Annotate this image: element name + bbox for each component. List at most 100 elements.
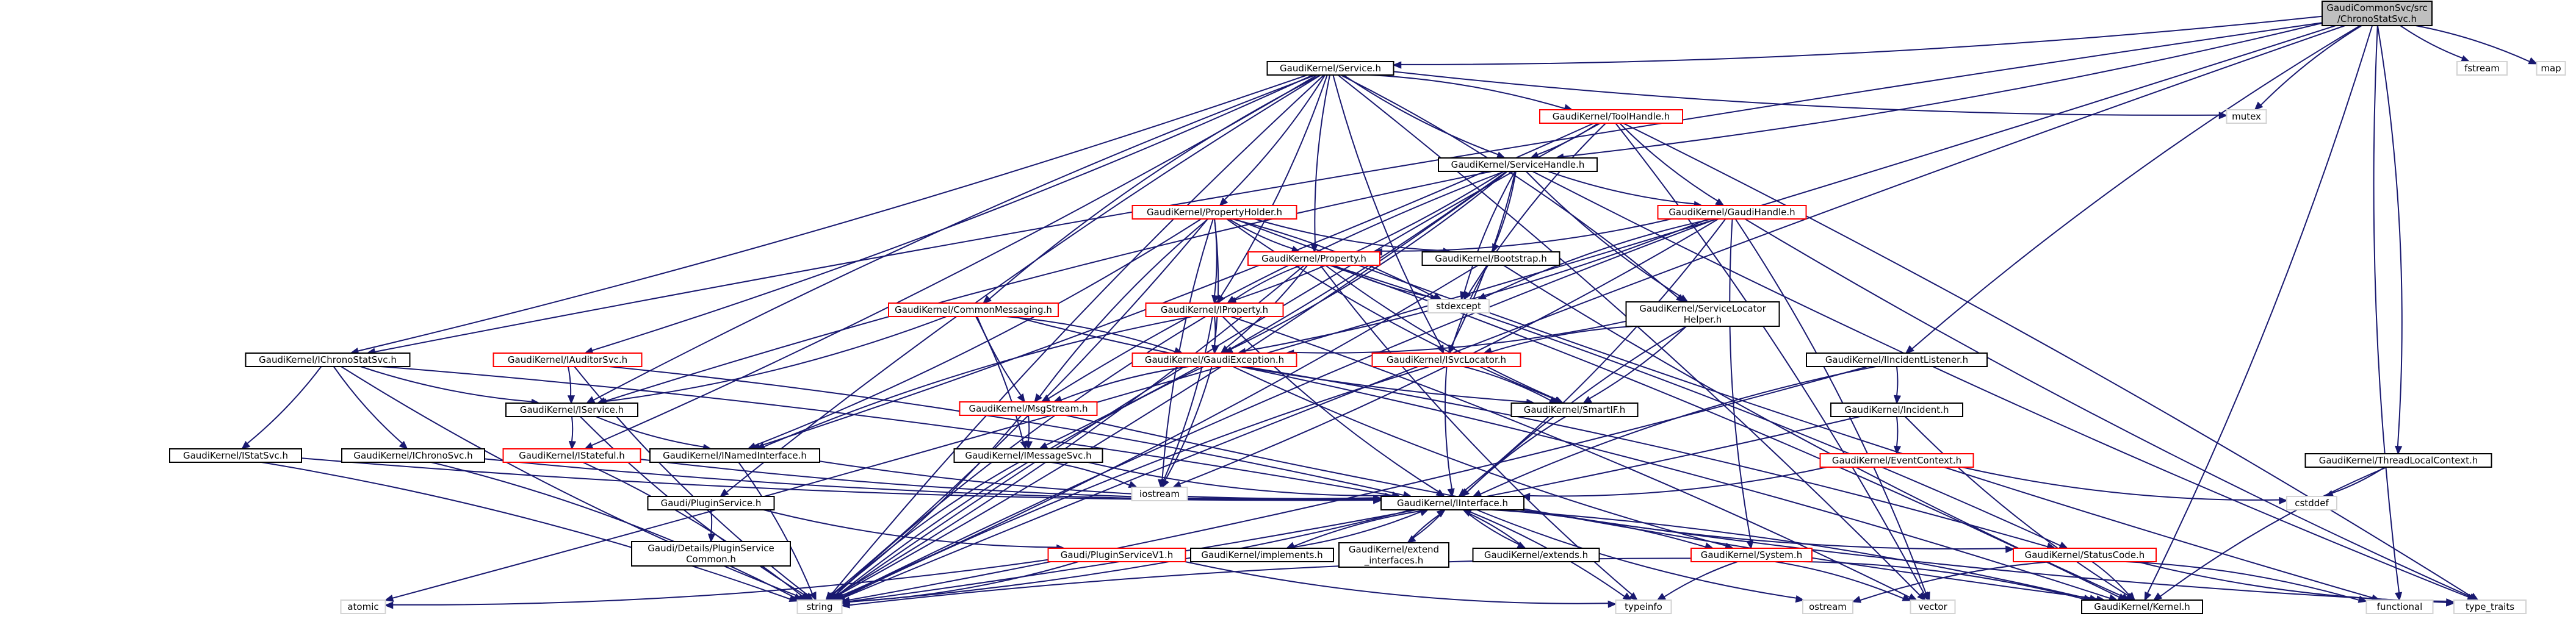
- node-box: [2456, 61, 2508, 76]
- node-eventcontext[interactable]: GaudiKernel/EventContext.h: [1819, 453, 1974, 468]
- node-stdexcept[interactable]: stdexcept: [1427, 299, 1490, 313]
- edge-root-to-functional: [2373, 25, 2403, 601]
- node-functional[interactable]: functional: [2365, 599, 2434, 614]
- node-box: [1438, 157, 1598, 172]
- node-map[interactable]: map: [2536, 61, 2566, 76]
- edge-arrowhead: [384, 595, 394, 602]
- node-ichronostatsvc[interactable]: GaudiKernel/IChronoStatSvc.h: [245, 352, 411, 367]
- node-istatsvc[interactable]: GaudiKernel/IStatSvc.h: [169, 448, 302, 463]
- node-implements[interactable]: GaudiKernel/implements.h: [1190, 548, 1334, 562]
- edge-arrowhead: [1172, 481, 1182, 488]
- node-iostream[interactable]: iostream: [1131, 487, 1188, 501]
- node-toolhandle[interactable]: GaudiKernel/ToolHandle.h: [1539, 109, 1683, 124]
- edge-line: [2146, 25, 2373, 594]
- edge-line: [834, 265, 1305, 596]
- edge-arrowhead: [1373, 495, 1382, 503]
- node-box: [505, 403, 638, 417]
- node-box: [1421, 251, 1560, 266]
- edge-line: [1224, 74, 1326, 201]
- edge-iincident-to-eventcontext: [1893, 416, 1902, 455]
- node-typeinfo[interactable]: typeinfo: [1615, 599, 1672, 614]
- node-threadlocalcontext[interactable]: GaudiKernel/ThreadLocalContext.h: [2304, 453, 2492, 468]
- node-mutex[interactable]: mutex: [2226, 109, 2267, 124]
- edge-arrowhead: [1893, 395, 1902, 404]
- node-cstddef[interactable]: cstddef: [2286, 496, 2337, 510]
- edge-line: [726, 74, 1321, 493]
- edge-line: [1163, 316, 1213, 481]
- node-string[interactable]: string: [796, 599, 843, 614]
- node-box: [1539, 109, 1683, 124]
- node-typetraits[interactable]: type_traits: [2453, 599, 2527, 614]
- edge-line: [1401, 15, 2323, 65]
- node-property[interactable]: GaudiKernel/Property.h: [1247, 251, 1380, 266]
- node-gaudihandle[interactable]: GaudiKernel/GaudiHandle.h: [1657, 205, 1807, 220]
- edge-arrowhead: [707, 533, 716, 543]
- node-gaudiexception[interactable]: GaudiKernel/GaudiException.h: [1131, 352, 1297, 367]
- node-vector[interactable]: vector: [1910, 599, 1956, 614]
- node-box: [1819, 453, 1974, 468]
- node-bootstrap[interactable]: GaudiKernel/Bootstrap.h: [1421, 251, 1560, 266]
- edge-eventcontext-to-iinterface: [1521, 467, 1827, 501]
- edge-iauditorsvc-to-iservice: [567, 366, 575, 404]
- edge-line: [1619, 123, 1719, 202]
- edge-line: [1468, 123, 1606, 295]
- edge-root-to-servicehandle: [1554, 22, 2323, 161]
- node-box: [1131, 352, 1297, 367]
- node-system[interactable]: GaudiKernel/System.h: [1690, 548, 1813, 562]
- node-msgstream[interactable]: GaudiKernel/MsgStream.h: [959, 401, 1098, 416]
- node-label: typeinfo: [1625, 601, 1662, 612]
- node-extendinterfaces[interactable]: GaudiKernel/extend_interfaces.h: [1338, 542, 1449, 568]
- edge-line: [380, 366, 1393, 496]
- edge-line: [819, 460, 1374, 499]
- node-pluginservicev1[interactable]: Gaudi/PluginServiceV1.h: [1047, 548, 1186, 562]
- node-service[interactable]: GaudiKernel/Service.h: [1266, 61, 1394, 76]
- node-iproperty[interactable]: GaudiKernel/IProperty.h: [1145, 302, 1284, 317]
- node-box: [1371, 352, 1521, 367]
- node-ichronosvc[interactable]: GaudiKernel/IChronoSvc.h: [341, 448, 485, 463]
- edge-arrowhead: [1460, 488, 1470, 498]
- node-box: [2013, 548, 2157, 562]
- node-imessagesvc[interactable]: GaudiKernel/IMessageSvc.h: [953, 448, 1103, 463]
- node-isvclocator[interactable]: GaudiKernel/ISvcLocator.h: [1371, 352, 1521, 367]
- node-pluginservice[interactable]: Gaudi/PluginService.h: [647, 496, 775, 510]
- node-ismartif[interactable]: GaudiKernel/SmartIF.h: [1510, 403, 1639, 417]
- edge-propertyholder-to-msgstream: [1034, 218, 1209, 403]
- edge-statuscode-to-kernel: [2091, 561, 2136, 601]
- edge-system-to-vector: [1775, 561, 1912, 601]
- edge-arrowhead: [1038, 442, 1048, 449]
- node-iservice[interactable]: GaudiKernel/IService.h: [505, 403, 638, 417]
- node-label: GaudiKernel/EventContext.h: [1832, 455, 1961, 466]
- edge-line: [1494, 171, 1517, 245]
- edge-line: [1467, 416, 1567, 493]
- node-servicehandle[interactable]: GaudiKernel/ServiceHandle.h: [1438, 157, 1598, 172]
- edge-line: [608, 366, 1404, 496]
- node-iincident[interactable]: GaudiKernel/Incident.h: [1830, 403, 1963, 417]
- node-commonmessaging[interactable]: GaudiKernel/CommonMessaging.h: [888, 302, 1059, 317]
- node-box: [1690, 548, 1813, 562]
- node-propertyholder[interactable]: GaudiKernel/PropertyHolder.h: [1131, 205, 1297, 220]
- node-inamedinterface[interactable]: GaudiKernel/INamedInterface.h: [649, 448, 820, 463]
- node-atomic[interactable]: atomic: [340, 599, 386, 614]
- node-istateful[interactable]: GaudiKernel/IStateful.h: [502, 448, 641, 463]
- edge-statuscode-to-ostream: [1852, 561, 2052, 603]
- node-fstream[interactable]: fstream: [2456, 61, 2508, 76]
- edge-ichronostatsvc-to-iinterface: [380, 366, 1401, 499]
- edge-inamedinterface-to-iinterface: [819, 460, 1382, 503]
- node-iinterface[interactable]: GaudiKernel/IInterface.h: [1380, 496, 1524, 510]
- node-kernel[interactable]: GaudiKernel/Kernel.h: [2081, 599, 2203, 614]
- node-box: [1247, 251, 1380, 266]
- edges-layer: [241, 15, 2538, 609]
- node-iauditorsvc[interactable]: GaudiKernel/IAuditorSvc.h: [492, 352, 643, 367]
- node-statuscode[interactable]: GaudiKernel/StatusCode.h: [2013, 548, 2157, 562]
- node-extends[interactable]: GaudiKernel/extends.h: [1472, 548, 1600, 562]
- node-ostream[interactable]: ostream: [1802, 599, 1853, 614]
- node-box: [245, 352, 411, 367]
- node-label: fstream: [2464, 63, 2500, 74]
- node-label: GaudiKernel/SmartIF.h: [1524, 404, 1625, 415]
- edge-arrowhead: [1161, 478, 1169, 488]
- node-iincidentlistener[interactable]: GaudiKernel/IIncidentListener.h: [1806, 352, 1988, 367]
- node-label: string: [806, 601, 832, 612]
